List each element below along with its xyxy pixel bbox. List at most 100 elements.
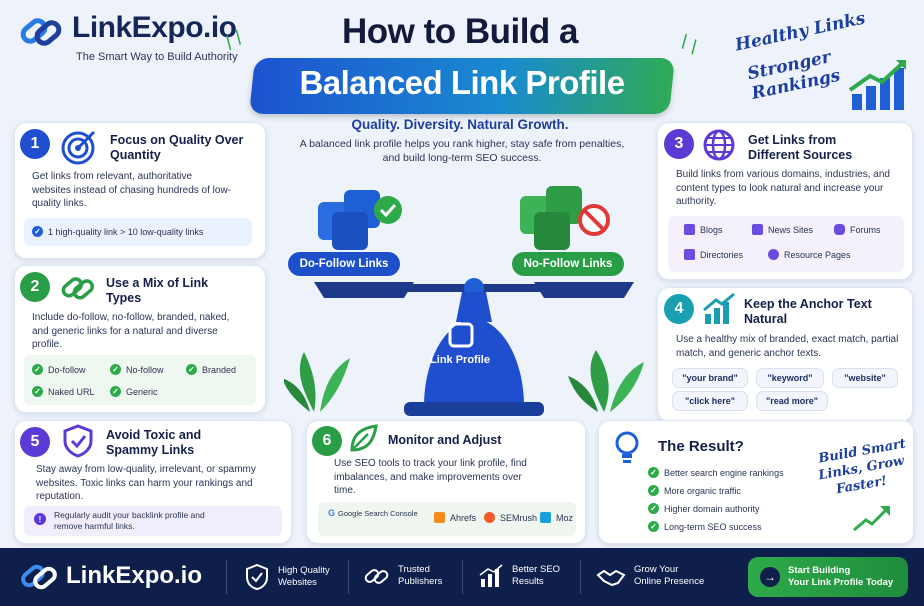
step-number-2: 2 [20,272,50,302]
arrow-right-icon: → [760,567,780,587]
check-icon: ✓ [648,485,659,496]
footer-divider [580,560,581,594]
forum-icon [834,224,845,235]
semrush-icon [484,512,495,523]
chain-link-icon [61,277,95,300]
card6-body: Use SEO tools to track your link profile… [334,458,527,496]
card2-title: Use a Mix of Link Types [106,276,209,305]
card2-body: Include do-follow, no-follow, branded, n… [32,312,230,350]
check-icon: ✓ [648,521,659,532]
result-item-2: ✓More organic traffic [648,485,741,496]
footer-divider [462,560,463,594]
tag-no-follow: ✓No-follow [110,364,164,375]
moz-icon [540,512,551,523]
check-icon: ✓ [186,364,197,375]
anchor-website: "website" [832,368,898,388]
target-icon [61,130,96,165]
tag-generic: ✓Generic [110,386,158,397]
card4-title: Keep the Anchor Text Natural [744,297,872,326]
chain-link-icon [21,564,57,590]
check-icon: ✓ [648,467,659,478]
source-directories: Directories [684,249,743,260]
check-icon: ✓ [32,386,43,397]
step-number-5: 5 [20,427,50,457]
hero-title-line1: How to Build a [341,12,579,51]
brand-logo [18,10,66,54]
footer-divider [348,560,349,594]
tag-branded: ✓Branded [186,364,236,375]
anchor-click-here: "click here" [672,391,748,411]
card3-title: Get Links from Different Sources [748,133,853,162]
check-icon: ✓ [110,364,121,375]
lightbulb-icon [615,431,639,463]
shield-check-icon [246,563,268,591]
folder-icon [684,249,695,260]
step-number-4: 4 [664,294,694,324]
dofollow-links-stack [318,190,402,250]
anchor-keyword: "keyword" [756,368,824,388]
plant-left [284,352,350,412]
brand-name: LinkExpo.io [72,11,237,44]
source-news: News Sites [752,224,813,235]
shield-check-icon [63,424,93,458]
bar-chart-icon [479,564,503,587]
link-icon [768,249,779,260]
result-title: The Result? [658,438,744,455]
tool-semrush: SEMrush [484,512,537,523]
result-item-4: ✓Long-term SEO success [648,521,762,532]
balance-scale-illustration [284,186,644,416]
step-number-6: 6 [312,426,342,456]
check-icon: ✓ [110,386,121,397]
card3-sources-box [668,216,904,272]
growth-arrow-icon [853,506,890,532]
step-number-3: 3 [664,129,694,159]
card5-title: Avoid Toxic and Spammy Links [106,428,202,457]
plant-right [568,350,644,412]
card6-title: Monitor and Adjust [388,433,502,447]
check-icon: ✓ [32,226,43,237]
tool-google-search-console: G Google Search Console [328,508,418,519]
card4-body: Use a healthy mix of branded, exact matc… [676,334,899,359]
card3-body: Build links from various domains, indust… [676,169,890,207]
card5-body: Stay away from low-quality, irrelevant, … [36,464,256,502]
footer-brand: LinkExpo.io [66,562,203,589]
card1-title: Focus on Quality Over Quantity [110,133,244,162]
card1-body: Get links from relevant, authoritative w… [32,171,232,209]
chart-growth-icon [703,292,735,324]
info-icon: ! [34,513,46,525]
nofollow-links-stack [520,186,610,250]
link-profile-label: Link Profile [430,354,490,366]
card1-note-box [24,218,252,246]
check-icon: ✓ [648,503,659,514]
dofollow-label: Do-Follow Links [288,252,400,276]
source-resource-pages: Resource Pages [768,249,851,260]
tag-do-follow: ✓Do-follow [32,364,86,375]
step-number-1: 1 [20,129,50,159]
globe-icon [703,129,735,161]
chain-link-icon [20,18,62,46]
card5-note: Regularly audit your backlink profile an… [54,510,205,531]
tool-ahrefs: Ahrefs [434,512,476,523]
growth-chart-icon [848,60,906,110]
hero-description: A balanced link profile helps you rank h… [299,138,625,164]
tool-moz: Moz [540,512,573,523]
hero-subtitle: Quality. Diversity. Natural Growth. [351,117,569,132]
result-item-3: ✓Higher domain authority [648,503,760,514]
nofollow-label: No-Follow Links [512,252,624,276]
tag-naked-url: ✓Naked URL [32,386,95,397]
card5-note-box [24,506,282,536]
footer-divider [226,560,227,594]
handshake-icon [596,569,626,587]
source-forums: Forums [834,224,881,235]
start-building-button[interactable]: → Start Building Your Link Profile Today [748,557,908,597]
brand-tagline: The Smart Way to Build Authority [76,51,238,63]
result-item-1: ✓Better search engine rankings [648,467,784,478]
anchor-your-brand: "your brand" [672,368,748,388]
ahrefs-icon [434,512,445,523]
source-blogs: Blogs [684,224,723,235]
blog-icon [684,224,695,235]
leaf-icon [350,424,378,452]
